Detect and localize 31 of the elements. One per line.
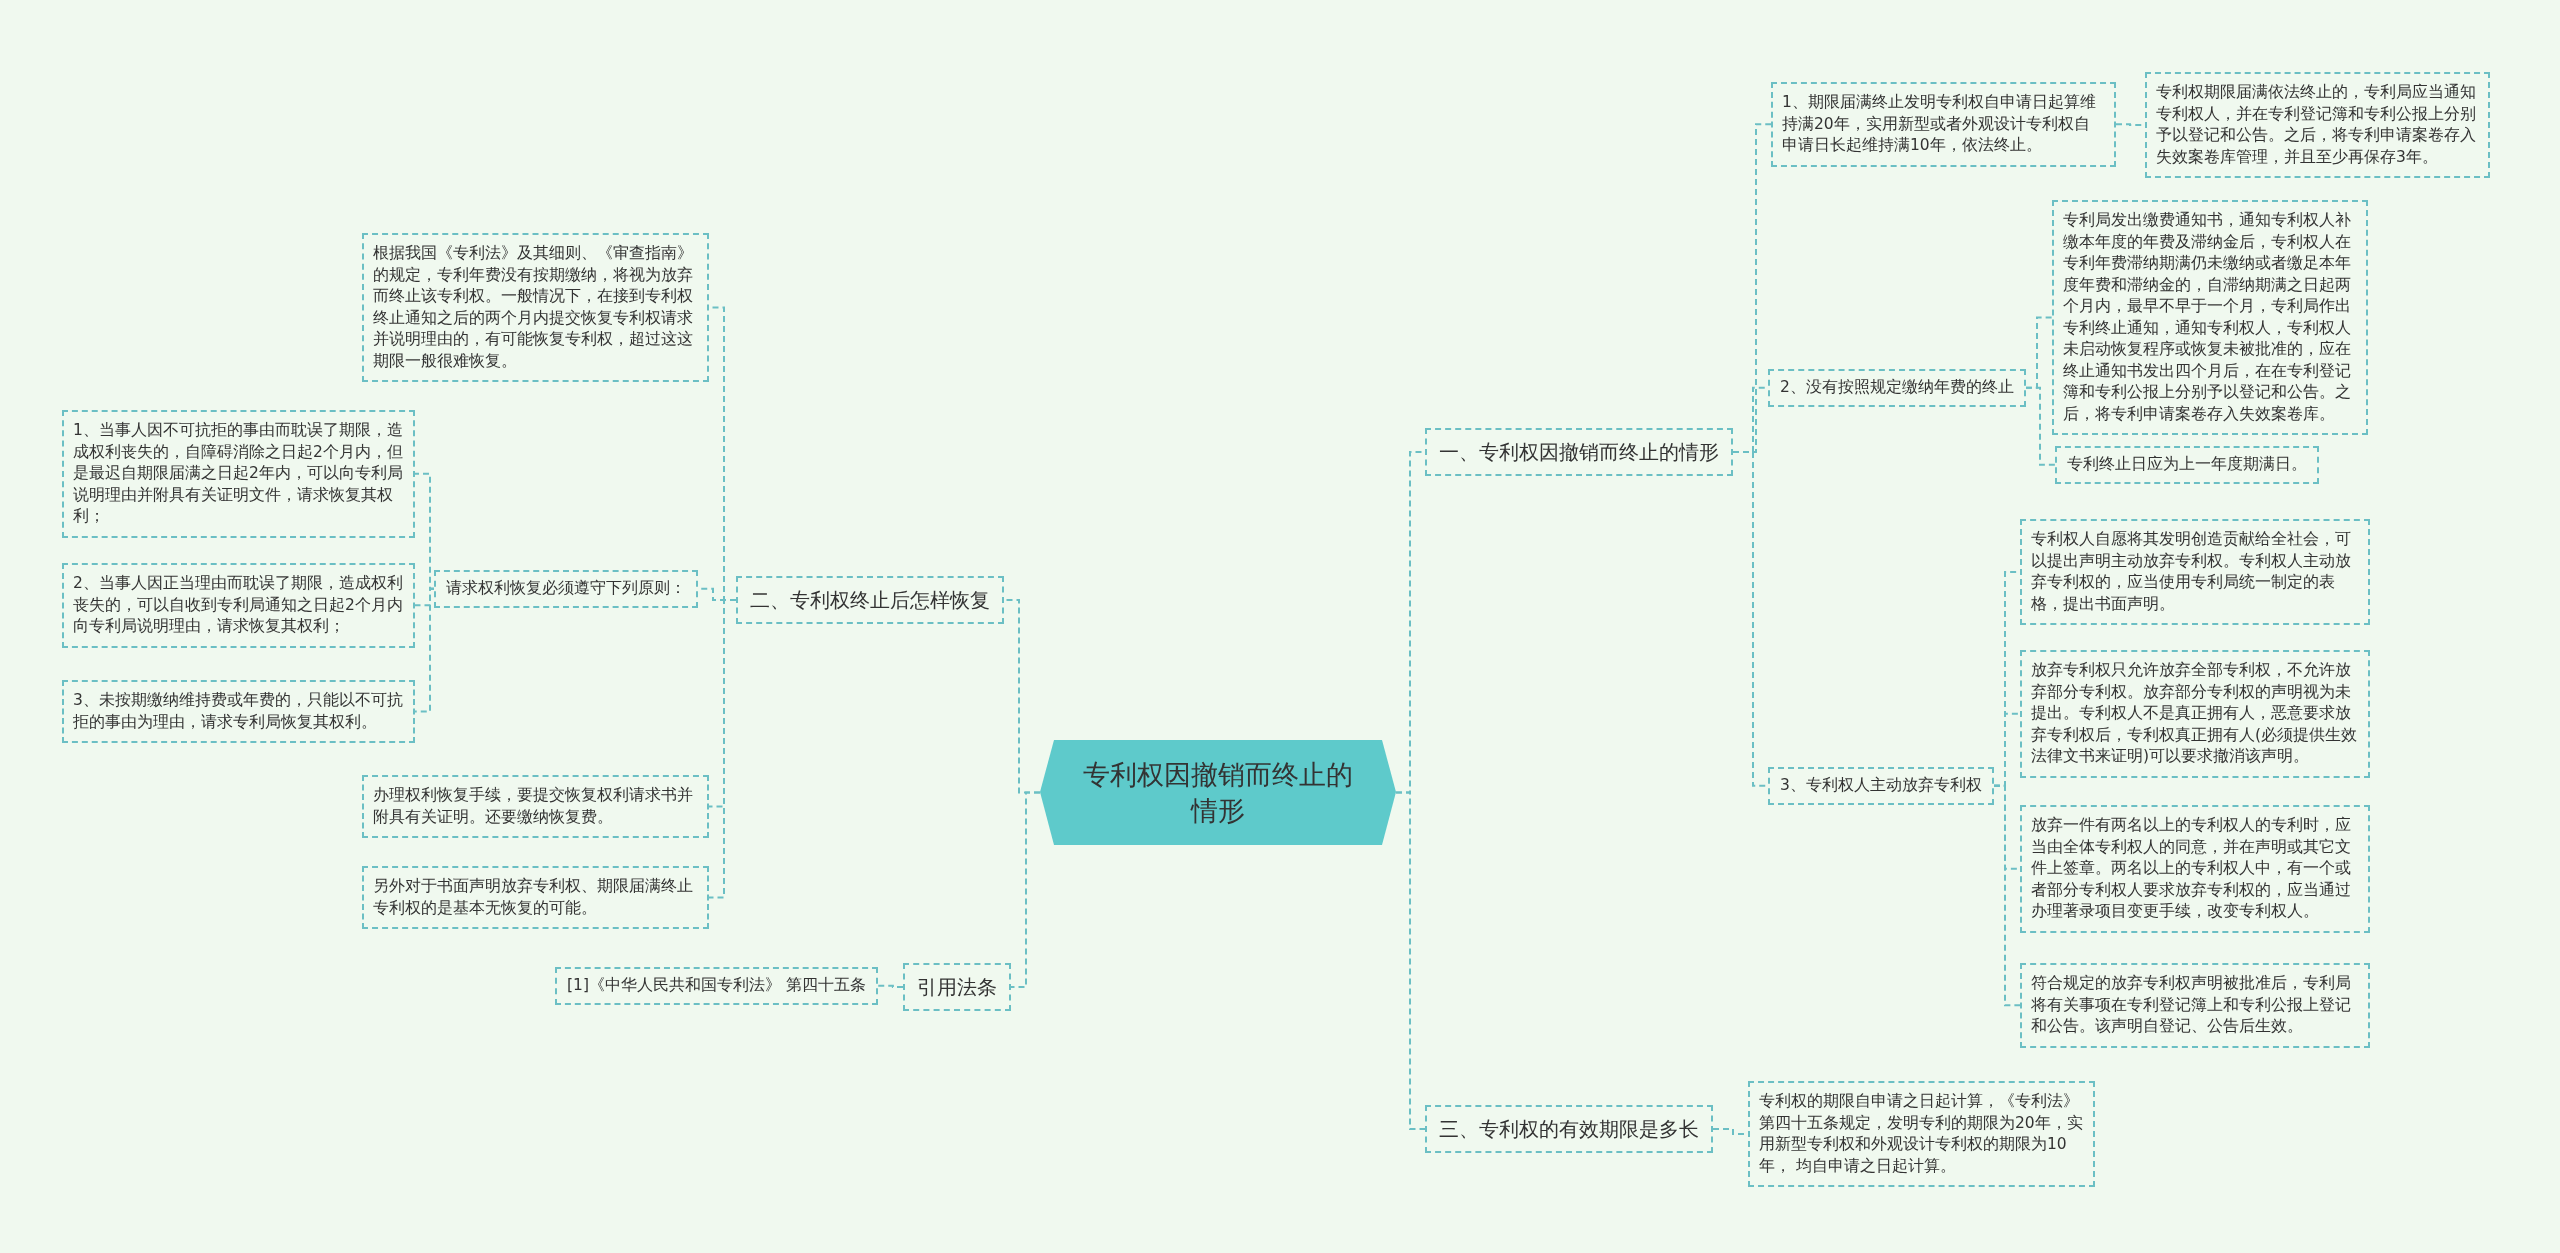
text-card: 3、未按期缴纳维持费或年费的，只能以不可抗拒的事由为理由，请求专利局恢复其权利。 [62,680,415,743]
text-card: 专利权期限届满依法终止的，专利局应当通知专利权人，并在专利登记簿和专利公报上分别予以登记和公告。之后，将专利申请案卷存入失效案卷库管理，并且至少再保存3年。 [2145,72,2490,178]
central-topic: 专利权因撤销而终止的情形 [1040,740,1396,845]
connector [1992,784,2021,1007]
text-card: 放弃专利权只允许放弃全部专利权，不允许放弃部分专利权。放弃部分专利权的声明视为未提出。专利权人不是真正拥有人，恶意要求放弃专利权后，专利权真正拥有人(必须提供生效法律文书来证明)可以要求撤消该声明。 [2020,650,2370,778]
branch-topic: 三、专利权的有效期限是多长 [1425,1105,1713,1153]
text-card: 3、专利权人主动放弃专利权 [1768,767,1994,805]
branch-topic: 引用法条 [903,963,1011,1011]
text-card: 根据我国《专利法》及其细则、《审查指南》的规定，专利年费没有按期缴纳，将视为放弃而终止该专利权。一般情况下，在接到专利权终止通知之后的两个月内提交恢复专利权请求并说明理由的，有可能恢复专利权，超过这这期限一般很难恢复。 [362,233,709,382]
text-card: 1、当事人因不可抗拒的事由而耽误了期限，造成权利丧失的，自障碍消除之日起2个月内，但是最迟自期限届满之日起2年内，可以向专利局说明理由并附具有关证明文件，请求恢复其权利； [62,410,415,538]
connector [2024,386,2056,466]
text-card: 请求权利恢复必须遵守下列原则： [434,570,698,608]
connector [876,984,904,988]
text-card: 办理权利恢复手续，要提交恢复权利请求书并附具有关证明。还要缴纳恢复费。 [362,775,709,838]
connector [414,587,435,713]
text-card: 2、没有按照规定缴纳年费的终止 [1768,369,2026,407]
text-card: 1、期限届满终止发明专利权自申请日起算维持满20年，实用新型或者外观设计专利权自申请日长起维持满10年，依法终止。 [1771,82,2116,167]
connector [1395,791,1426,1130]
text-card: 专利权人自愿将其发明创造贡献给全社会，可以提出声明主动放弃专利权。专利权人主动放弃专利权的，应当使用专利局统一制定的表格，提出书面声明。 [2020,519,2370,625]
text-card: 符合规定的放弃专利权声明被批准后，专利局将有关事项在专利登记簿上和专利公报上登记和公告。该声明自登记、公告后生效。 [2020,963,2370,1048]
connector [708,599,737,899]
text-card: 2、当事人因正当理由而耽误了期限，造成权利丧失的，可以自收到专利局通知之日起2个月内向专利局说明理由，请求恢复其权利； [62,563,415,648]
connector [1010,791,1041,988]
text-card: 另外对于书面声明放弃专利权、期限届满终止专利权的是基本无恢复的可能。 [362,866,709,929]
text-card: [1]《中华人民共和国专利法》 第四十五条 [555,967,878,1005]
text-card: 放弃一件有两名以上的专利权人的专利时，应当由全体专利权人的同意，并在声明或其它文件上签章。两名以上的专利权人中，有一个或者部分专利权人要求放弃专利权的，应当通过办理著录项目变更手续，改变专利权人。 [2020,805,2370,933]
branch-topic: 一、专利权因撤销而终止的情形 [1425,428,1733,476]
branch-topic: 二、专利权终止后怎样恢复 [736,576,1004,624]
text-card: 专利终止日应为上一年度期满日。 [2055,446,2319,484]
text-card: 专利权的期限自申请之日起计算，《专利法》第四十五条规定，发明专利的期限为20年，实用新型专利权和外观设计专利权的期限为10年， 均自申请之日起计算。 [1748,1081,2095,1187]
text-card: 专利局发出缴费通知书，通知专利权人补缴本年度的年费及滞纳金后，专利权人在专利年费滞纳期满仍未缴纳或者缴足本年度年费和滞纳金的，自滞纳期满之日起两个月内，最早不早于一个月，专利局作出专利终止通知，通知专利权人，专利权人未启动恢复程序或恢复未被批准的，应在终止通知书发出四个月后，在在专利登记簿和专利公报上分别予以登记和公告。之后，将专利申请案卷存入失效案卷库。 [2052,200,2368,435]
